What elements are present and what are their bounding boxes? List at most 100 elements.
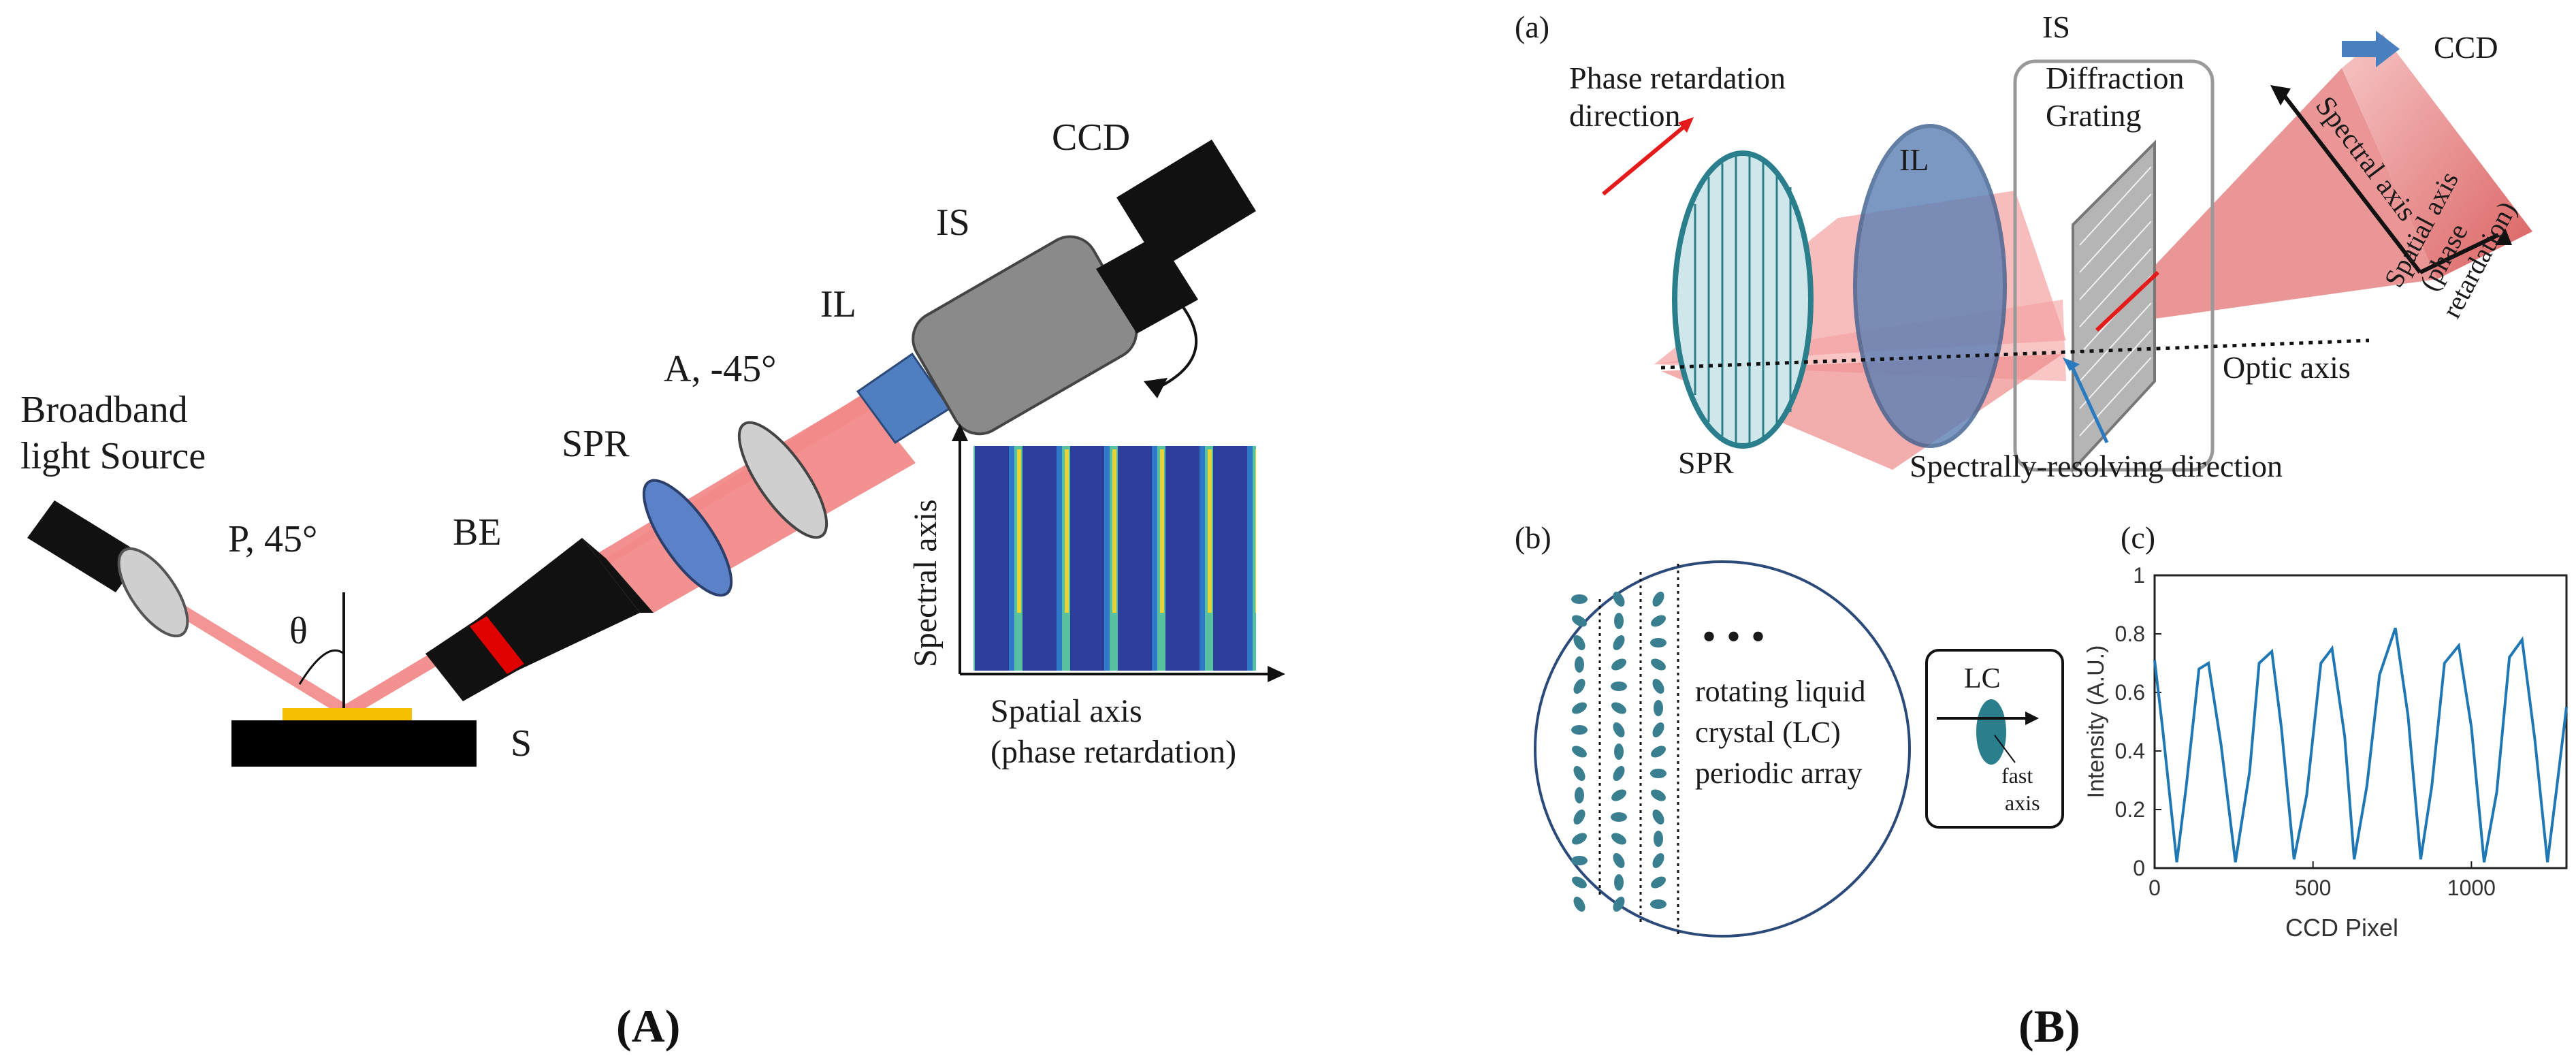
lc-molecule [1572, 615, 1587, 627]
label-lc-text-2: crystal (LC) [1695, 716, 1841, 749]
inset-x-label-2: (phase retardation) [991, 734, 1236, 770]
label-grating-1: Diffraction [2046, 61, 2185, 95]
lc-molecule [1613, 635, 1625, 650]
inset-y-label: Spectral axis [907, 499, 944, 667]
lc-molecule [1614, 613, 1624, 629]
lc-molecule [1651, 876, 1666, 889]
label-ccd: CCD [1052, 116, 1130, 159]
lc-ellipses [1571, 592, 1667, 912]
spectral-resolving-arrow [2067, 359, 2109, 444]
panel-b-label: B [2034, 1000, 2065, 1052]
lc-molecule [1571, 725, 1588, 735]
label-optic-axis: Optic axis [2223, 350, 2351, 385]
lc-molecule [1575, 787, 1584, 803]
sample-film [283, 708, 412, 720]
beam-expander-icon [425, 538, 654, 701]
label-sub-b: (b) [1515, 520, 1551, 555]
lc-molecule [1651, 789, 1666, 801]
inset-spectrogram [973, 446, 1256, 671]
label-sample: S [511, 722, 532, 765]
lc-molecule [1611, 682, 1627, 691]
label-source-line1: Broadband [20, 389, 188, 431]
lc-molecule [1651, 746, 1666, 758]
spatial-axis-arrow [2419, 233, 2500, 274]
label-spr: SPR [562, 423, 630, 465]
y-tick-label: 1 [2133, 563, 2145, 588]
lc-molecule [1654, 700, 1663, 716]
x-tick-label: 500 [2295, 876, 2331, 900]
diffraction-grating-icon [2072, 140, 2156, 474]
panel-a-label: A [632, 1000, 665, 1052]
label-ccd-b: CCD [2434, 30, 2498, 65]
label-theta: θ [289, 610, 308, 652]
lc-molecule [1571, 856, 1588, 865]
lc-molecule [1573, 810, 1585, 825]
label-fast-axis-1: fast [2001, 763, 2033, 788]
label-lc-box: LC [1964, 663, 2001, 694]
phase-direction-arrow [1602, 124, 1686, 196]
lc-molecule [1611, 702, 1626, 714]
label-be: BE [453, 511, 502, 554]
theta-arc [298, 649, 344, 685]
lc-molecule [1654, 831, 1663, 847]
lc-molecule [1575, 656, 1584, 673]
lc-molecule [1572, 833, 1587, 845]
lc-molecule [1573, 766, 1585, 781]
svg-text:(B): (B) [2018, 1000, 2080, 1052]
sample-substrate [231, 720, 477, 767]
lc-molecule [1572, 702, 1587, 714]
lc-molecule [1652, 810, 1664, 825]
lc-ellipsis-dots: • • • [1702, 614, 1765, 659]
label-fast-axis-2: axis [2005, 790, 2040, 815]
lc-molecule [1652, 592, 1664, 607]
optic-axis-line [1660, 338, 2370, 370]
lc-molecule [1571, 594, 1588, 604]
panel-b-a: (a) [1515, 10, 2532, 483]
lc-molecule [1650, 769, 1667, 778]
y-tick-label: 0 [2133, 856, 2145, 880]
lc-array-circle [1534, 560, 1911, 938]
lc-molecule [1613, 592, 1625, 607]
lc-molecule [1652, 679, 1664, 694]
lc-molecule [1613, 722, 1625, 737]
label-spr-b: SPR [1678, 445, 1734, 480]
svg-text:(A): (A) [616, 1000, 680, 1052]
lc-molecule [1613, 766, 1625, 781]
chart-y-label: Intensity (A.U.) [2083, 645, 2109, 799]
inset-x-label-1: Spatial axis [991, 693, 1142, 729]
lc-molecule [1572, 876, 1587, 889]
lc-molecule [1573, 635, 1585, 650]
label-sub-c: (c) [2121, 520, 2155, 555]
polarizer-icon [117, 547, 189, 638]
svg-text:Broadband light Source: Broadband light Source [20, 389, 206, 477]
ccd-arrow-icon [2342, 31, 2400, 67]
lc-molecule [1614, 874, 1624, 891]
lc-molecule [1613, 897, 1625, 912]
lc-molecule [1572, 746, 1587, 758]
label-lc-text-1: rotating liquid [1695, 675, 1866, 708]
il-lens-icon [1853, 124, 2007, 448]
lc-molecule [1651, 615, 1666, 627]
lc-molecule-icon [1976, 699, 2006, 765]
analyzer-icon [737, 421, 828, 539]
lc-molecule [1650, 899, 1667, 909]
lc-molecule [1651, 658, 1666, 671]
panel-b-b: (b) • • • rotating liquid crystal (LC) p… [1515, 520, 2064, 938]
spr-grating-lines [1694, 155, 1792, 444]
lc-molecule [1652, 722, 1664, 737]
label-polarizer: P, 45° [228, 518, 317, 560]
lc-molecule [1611, 833, 1626, 845]
lc-molecule [1611, 789, 1626, 801]
lc-molecule [1573, 679, 1585, 694]
label-phase-dir-1: Phase retardation [1569, 61, 1786, 95]
ccd-camera-icon [1096, 140, 1256, 334]
label-il: IL [820, 283, 856, 325]
is-box [2013, 59, 2215, 472]
x-tick-label: 1000 [2447, 876, 2496, 900]
x-tick-label: 0 [2148, 876, 2161, 900]
ccd-arrow [1157, 295, 1198, 389]
label-lc-text-3: periodic array [1695, 756, 1863, 790]
y-tick-label: 0.4 [2115, 739, 2145, 763]
